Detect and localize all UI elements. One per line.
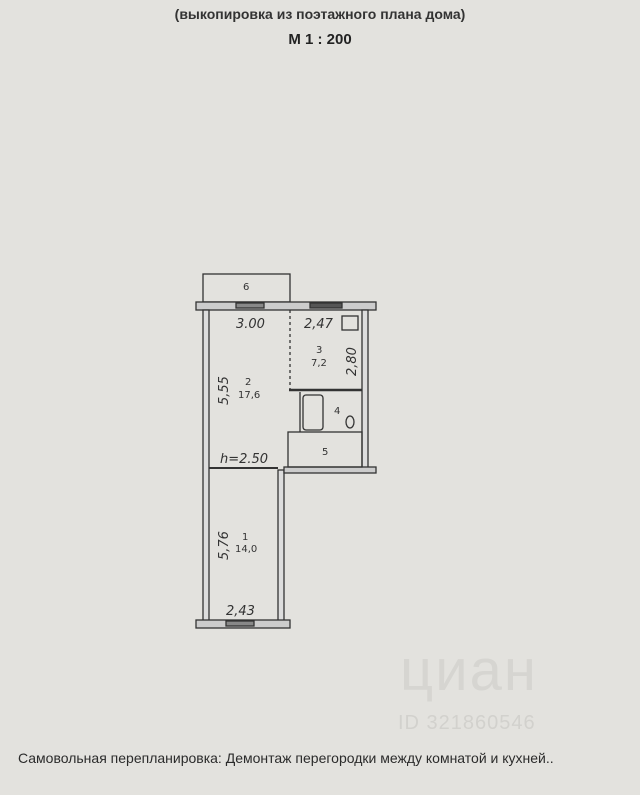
room-1-number: 1 — [242, 532, 248, 543]
room-1-area: 14,0 — [235, 544, 257, 555]
top-wall — [195, 301, 377, 311]
dim-room1-width: 2,43 — [226, 604, 255, 619]
room-5-number: 5 — [322, 447, 328, 458]
window — [225, 620, 255, 627]
dim-room1-depth: 5,76 — [217, 531, 232, 560]
window — [235, 302, 265, 309]
toilet-icon — [345, 415, 355, 429]
room-6-number: 6 — [243, 282, 249, 293]
room-3-area: 7,2 — [311, 358, 327, 369]
lower-right-wall — [277, 469, 285, 624]
scale-label: М 1 : 200 — [288, 31, 352, 48]
plan-subtitle: (выкопировка из поэтажного плана дома) — [174, 6, 466, 22]
room-2-area: 17,6 — [238, 390, 260, 401]
stove-icon — [341, 315, 359, 331]
ceiling-height: h=2.50 — [220, 452, 268, 467]
watermark-logo: циан — [400, 638, 538, 703]
room-4-number: 4 — [334, 406, 340, 417]
bathtub-icon — [302, 394, 324, 431]
left-wall — [202, 309, 210, 624]
dim-room2-depth: 5,55 — [217, 376, 232, 405]
dim-room3-depth: 2,80 — [345, 347, 360, 376]
corridor — [287, 431, 363, 468]
watermark-id: ID 321860546 — [398, 712, 536, 734]
room-2-number: 2 — [245, 377, 251, 388]
room-3-number: 3 — [316, 345, 322, 356]
dim-room3-width: 2,47 — [304, 317, 334, 332]
mid-wall — [283, 466, 377, 474]
replanning-note: Самовольная перепланировка: Демонтаж пер… — [18, 750, 554, 766]
window — [309, 302, 343, 309]
dim-room2-width: 3.00 — [236, 317, 265, 332]
right-wall — [361, 309, 369, 471]
